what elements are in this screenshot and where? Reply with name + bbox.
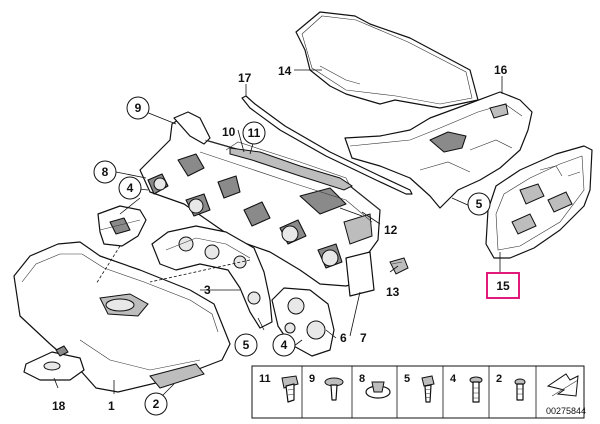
callout-5a: 5 <box>476 197 483 211</box>
legend-label-11: 11 <box>259 373 271 385</box>
rivet-icon-9 <box>324 377 344 401</box>
callout-18: 18 <box>52 399 66 413</box>
callout-16: 16 <box>494 63 508 77</box>
callout-4b: 4 <box>281 338 288 352</box>
part-4-bracket <box>97 205 147 247</box>
callout-4a: 4 <box>127 181 134 195</box>
callout-5b: 5 <box>243 338 250 352</box>
legend-label-4: 4 <box>450 373 457 385</box>
callout-7: 7 <box>360 331 367 345</box>
clip-icon-8 <box>365 381 391 399</box>
fastener-legend: 11 9 8 5 4 2 <box>251 365 586 419</box>
legend-label-8: 8 <box>359 373 365 385</box>
bolt-icon-4 <box>469 376 483 403</box>
legend-label-5: 5 <box>404 373 410 385</box>
callout-13: 13 <box>386 285 400 299</box>
callout-9: 9 <box>135 101 142 115</box>
callout-8: 8 <box>102 165 109 179</box>
leader-lines <box>53 69 503 397</box>
legend-label-2: 2 <box>496 373 502 385</box>
part-17-seal-strip <box>241 95 413 195</box>
part-3-insulation <box>151 225 273 329</box>
callout-1: 1 <box>108 399 115 413</box>
part-13-clip <box>389 257 409 275</box>
arrow-icon <box>546 373 579 397</box>
clip-icon-11 <box>281 375 299 403</box>
callout-6: 6 <box>340 331 347 345</box>
screw-icon-5 <box>421 375 435 403</box>
document-number: 00275844 <box>546 406 586 416</box>
part-16-insulation <box>344 91 533 209</box>
callout-10: 10 <box>222 125 236 139</box>
callout-11: 11 <box>248 126 261 140</box>
callouts: 14 17 16 10 12 13 3 6 7 1 18 9 11 8 4 5 … <box>52 63 520 416</box>
callout-17: 17 <box>238 71 252 85</box>
legend-label-9: 9 <box>309 373 315 385</box>
part-14-insulation-mat <box>295 11 479 109</box>
part-15-panel <box>485 145 593 259</box>
bolt-icon-2 <box>514 378 526 401</box>
callout-14: 14 <box>278 64 292 78</box>
callout-3: 3 <box>204 283 211 297</box>
callout-15-highlight <box>486 272 520 299</box>
callout-15: 15 <box>496 279 510 293</box>
part-18-pad <box>23 345 85 381</box>
callout-2: 2 <box>153 397 160 411</box>
callout-12: 12 <box>384 223 398 237</box>
